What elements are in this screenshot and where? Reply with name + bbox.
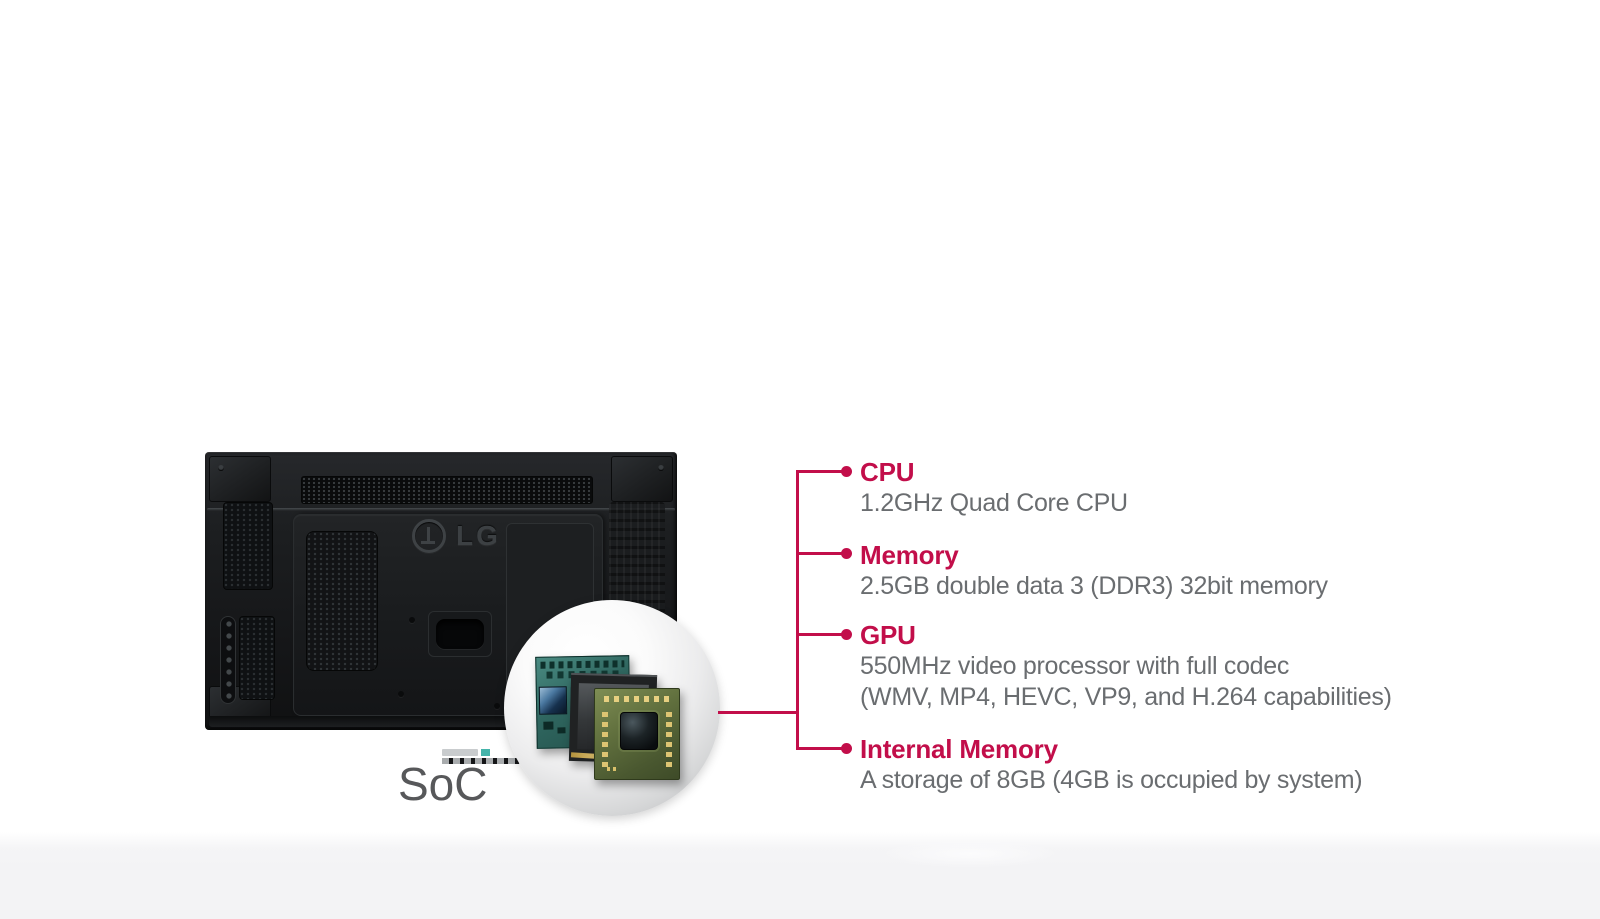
spec-line: 2.5GB double data 3 (DDR3) 32bit memory <box>860 572 1328 600</box>
callout-branch-line <box>796 552 844 555</box>
screw-dot <box>218 465 224 471</box>
chip-marking <box>607 767 619 771</box>
chip-pins <box>540 660 625 669</box>
port-label-row <box>442 758 564 764</box>
screw-dot <box>658 465 664 471</box>
spec-title: CPU <box>860 457 915 487</box>
display-control-buttons <box>220 616 236 704</box>
vesa-hole <box>494 703 500 709</box>
spec-title: Memory <box>860 540 959 570</box>
footer-gradient-band <box>0 832 1600 919</box>
vesa-hole <box>398 691 404 697</box>
spec-line: 1.2GHz Quad Core CPU <box>860 489 1128 517</box>
display-ridge <box>207 508 675 511</box>
chip-pads <box>602 711 608 767</box>
chip-pads <box>604 696 672 702</box>
spec-section-memory: Memory 2.5GB double data 3 (DDR3) 32bit … <box>860 539 1480 602</box>
device-label: SoC <box>398 758 488 810</box>
callout-bullet-dot <box>841 629 852 640</box>
display-side-vent <box>239 616 275 700</box>
spec-section-internal-memory: Internal Memory A storage of 8GB (4GB is… <box>860 733 1480 796</box>
display-top-vent <box>301 476 593 504</box>
display-corner-bracket <box>611 456 673 502</box>
chip-component <box>543 721 554 730</box>
lg-symbol-icon <box>412 519 446 553</box>
lg-logo-text: LG <box>456 520 501 551</box>
display-bottom-bar <box>209 716 673 727</box>
spec-title: GPU <box>860 620 916 650</box>
chip-component <box>557 727 566 734</box>
recessed-handle <box>436 619 484 649</box>
display-center-vent <box>306 531 378 671</box>
port-label <box>442 749 478 756</box>
display-corner-bracket <box>209 456 271 502</box>
port-label-teal <box>481 749 490 756</box>
spec-line: A storage of 8GB (4GB is occupied by sys… <box>860 766 1363 794</box>
chip-die <box>620 712 658 750</box>
callout-branch-line <box>796 747 844 750</box>
vesa-hole <box>409 617 415 623</box>
chip-photo-front <box>594 688 680 780</box>
spec-section-gpu: GPU 550MHz video processor with full cod… <box>860 619 1480 713</box>
spec-title: Internal Memory <box>860 734 1058 764</box>
lg-logo: LG <box>412 515 522 557</box>
callout-bullet-dot <box>841 743 852 754</box>
footer-highlight-blob <box>880 840 1060 868</box>
callout-bullet-dot <box>841 548 852 559</box>
callout-connector-line <box>718 711 798 714</box>
chip-pads <box>666 711 672 767</box>
callout-branch-line <box>796 633 844 636</box>
spec-line: (WMV, MP4, HEVC, VP9, and H.264 capabili… <box>860 683 1392 711</box>
soc-chips-image <box>504 600 720 816</box>
callout-branch-line <box>796 470 844 473</box>
display-side-vent <box>223 502 273 590</box>
callout-tree-line <box>796 470 799 750</box>
chip-heatsink <box>538 686 568 715</box>
spec-line: 550MHz video processor with full codec <box>860 652 1290 680</box>
spec-section-cpu: CPU 1.2GHz Quad Core CPU <box>860 456 1480 519</box>
callout-bullet-dot <box>841 466 852 477</box>
